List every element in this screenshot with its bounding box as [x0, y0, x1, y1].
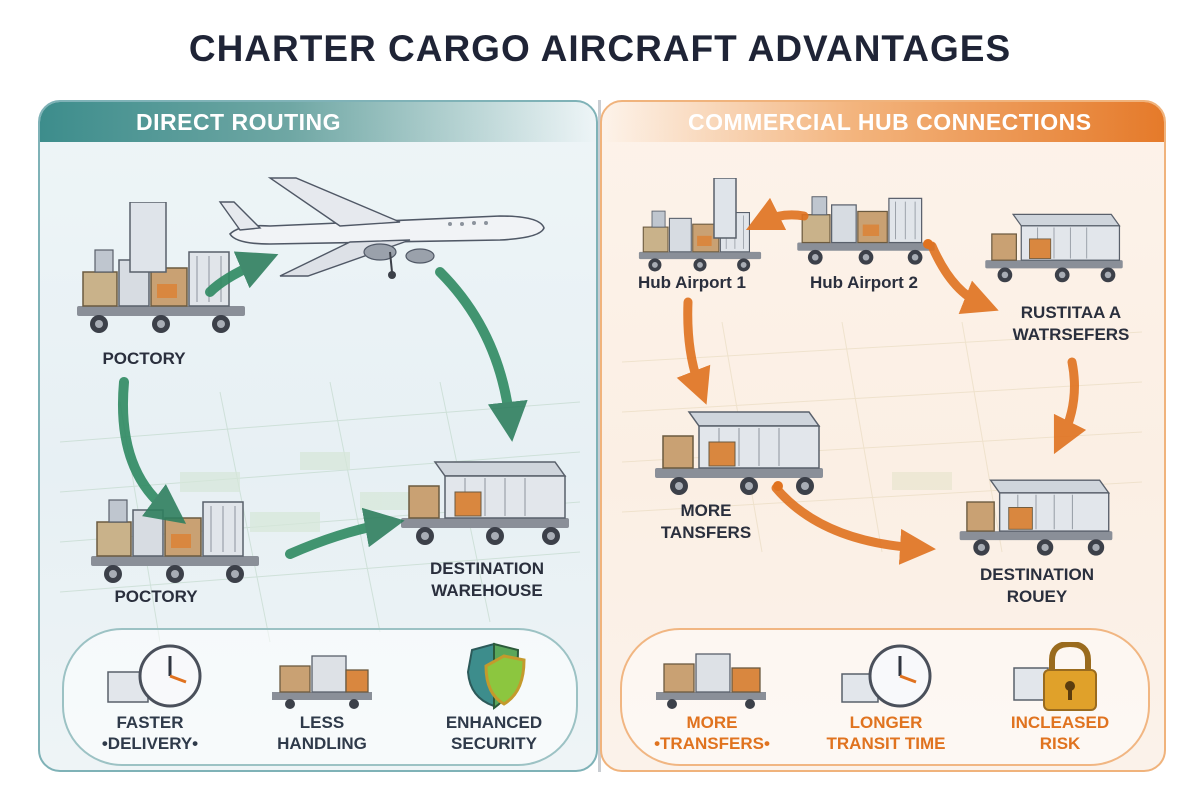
commercial-hub-panel: COMMERCIAL HUB CONNECTIONS Hub Airport 1… — [600, 100, 1166, 772]
factory-bottom-label: POCTORY — [114, 587, 198, 606]
drawback-increased-risk: INCLEASED RISK — [974, 630, 1146, 768]
benefit-enhanced-security: ENHANCED SECURITY — [408, 630, 580, 768]
commercial-hub-header: COMMERCIAL HUB CONNECTIONS — [602, 102, 1164, 142]
benefit-line1: ENHANCED — [445, 713, 543, 732]
factory-top-label: POCTORY — [102, 349, 186, 368]
drawback-line2: RISK — [1039, 734, 1081, 753]
more-transfers-label: MORE TANSFERS — [636, 500, 776, 544]
drawback-longer-transit: LONGER TRANSIT TIME — [800, 630, 972, 768]
destination-label: DESTINATION ROUEY — [952, 564, 1122, 608]
direct-routing-header: DIRECT ROUTING — [40, 102, 596, 142]
benefit-less-handling: LESS HANDLING — [236, 630, 408, 768]
transfer-facility-label: RUSTITAA A WATRSEFERS — [986, 302, 1156, 346]
destination-line2: WAREHOUSE — [431, 581, 543, 600]
commercial-hub-drawbacks: MORE •TRANSFERS• LONGER TRANSIT TIME INCLE… — [620, 628, 1150, 766]
cargo-pallet-icon — [272, 655, 372, 709]
panel-divider — [598, 100, 601, 772]
dest-line2: ROUEY — [1006, 587, 1068, 606]
benefit-faster-delivery: FASTER •DELIVERY• — [64, 630, 236, 768]
factory-top-icon — [76, 202, 246, 334]
hub-airport-1-icon — [638, 178, 762, 273]
benefit-line1: FASTER — [116, 713, 184, 732]
drawback-line1: INCLEASED — [1010, 713, 1110, 732]
benefit-line2: HANDLING — [277, 734, 367, 753]
third-line1: RUSTITAA A — [1020, 303, 1122, 322]
clock-icon — [841, 644, 932, 708]
benefit-line2: •DELIVERY• — [101, 734, 199, 753]
cargo-pallet-icon — [656, 653, 766, 709]
hub-connection-arrows — [676, 197, 1087, 565]
drawback-line1: LONGER — [849, 713, 923, 732]
padlock-icon — [1013, 642, 1097, 711]
drawback-line2: TRANSIT TIME — [826, 734, 946, 753]
benefit-line1: LESS — [299, 713, 345, 732]
benefit-line2: SECURITY — [451, 734, 537, 753]
drawback-more-transfers: MORE •TRANSFERS• — [626, 630, 798, 768]
third-line2: WATRSEFERS — [1012, 325, 1130, 344]
direct-routing-benefits: FASTER •DELIVERY• LESS HANDLING ENHANCED SE… — [62, 628, 578, 766]
drawback-line2: •TRANSFERS• — [654, 734, 770, 753]
cargo-airplane-icon — [218, 177, 545, 279]
hub-airport-1-label: Hub Airport 1 — [638, 273, 746, 292]
more-line2: TANSFERS — [660, 523, 752, 542]
destination-line1: DESTINATION — [430, 559, 544, 578]
more-line1: MORE — [680, 501, 732, 520]
direct-routing-arrows — [118, 251, 528, 559]
destination-warehouse-label: DESTINATION WAREHOUSE — [402, 558, 572, 602]
drawback-line1: MORE — [686, 713, 738, 732]
dest-line1: DESTINATION — [980, 565, 1094, 584]
shield-icon — [466, 642, 526, 710]
direct-routing-panel: DIRECT ROUTING POCTORY POCTORY DESTINATI… — [38, 100, 598, 772]
map-background — [621, 322, 1143, 553]
map-background — [59, 382, 581, 643]
hub-airport-2-label: Hub Airport 2 — [810, 273, 918, 292]
page-title: CHARTER CARGO AIRCRAFT ADVANTAGES — [188, 28, 1012, 69]
clock-icon — [107, 644, 202, 708]
